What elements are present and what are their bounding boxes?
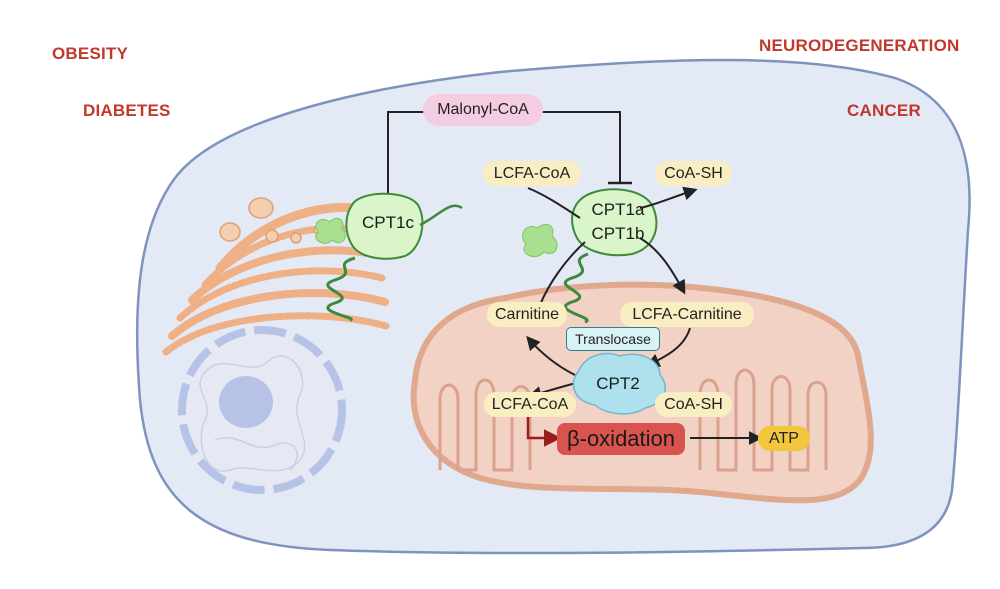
coa-sh-bottom-label: CoA-SH — [655, 392, 732, 417]
label-diabetes: DIABETES — [83, 101, 171, 120]
cristae — [438, 368, 828, 472]
lcfa-coa-bottom-label: LCFA-CoA — [484, 392, 576, 417]
cpt1c-protein — [315, 192, 463, 322]
carnitine-label: Carnitine — [487, 302, 567, 327]
cpt1a-label: CPT1a — [591, 200, 645, 219]
cpt2-label: CPT2 — [596, 374, 640, 393]
lcfa-coa-top-label: LCFA-CoA — [483, 161, 581, 186]
cpt1c-label: CPT1c — [362, 213, 414, 232]
label-obesity: OBESITY — [52, 44, 129, 63]
beta-oxidation-label: β-oxidation — [557, 423, 685, 455]
lcfa-carnitine-label: LCFA-Carnitine — [620, 302, 754, 327]
cpt1b-label: CPT1b — [591, 224, 645, 243]
label-neurodegeneration: NEURODEGENERATION — [759, 36, 960, 55]
atp-label: ATP — [758, 426, 810, 451]
nucleolus — [219, 376, 273, 428]
nucleus — [178, 326, 346, 494]
coa-sh-top-label: CoA-SH — [655, 161, 732, 186]
cpt1ab-protein — [522, 188, 658, 324]
translocase-label: Translocase — [566, 327, 660, 351]
label-cancer: CANCER — [847, 101, 921, 120]
malonyl-coa-label: Malonyl-CoA — [423, 94, 543, 126]
